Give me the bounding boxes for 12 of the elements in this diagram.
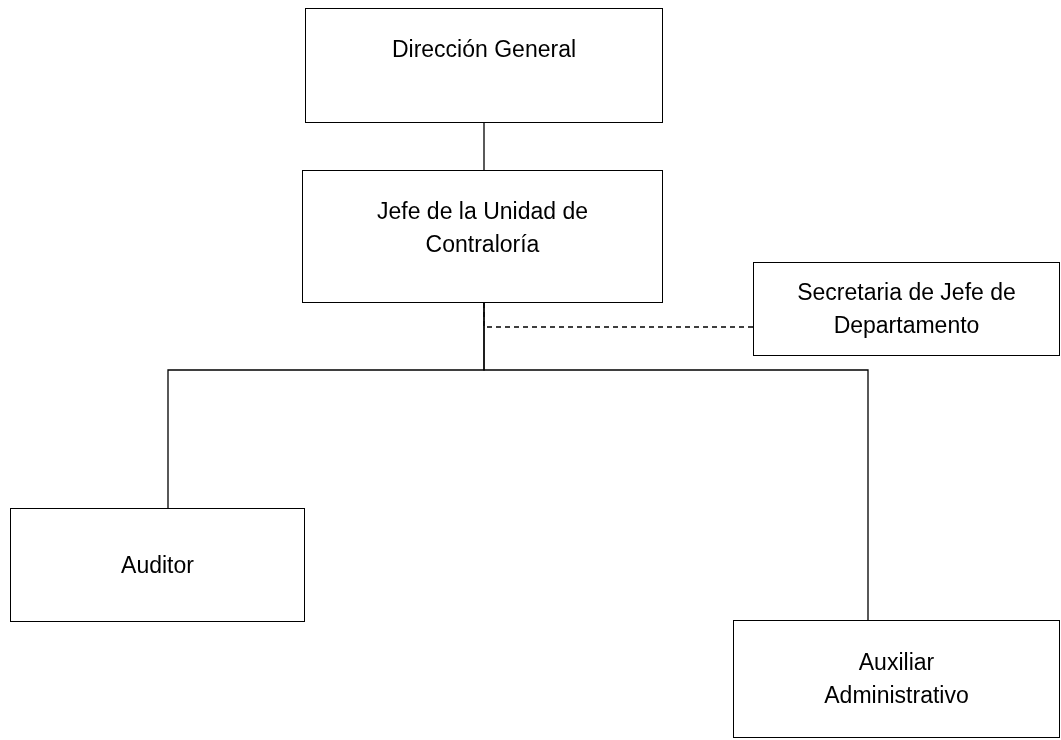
org-box	[10, 508, 305, 622]
connector-line	[483, 302, 869, 621]
box-title: Secretaria de Jefe de Departamento	[796, 278, 1017, 340]
box-title: Auditor	[121, 550, 194, 580]
org-box	[305, 8, 663, 123]
org-box	[733, 620, 1060, 738]
box-title: Auxiliar Administrativo	[823, 648, 970, 710]
org-box	[302, 170, 663, 303]
connector-line	[483, 122, 485, 171]
box-title: Dirección General	[391, 35, 577, 64]
box-title: Jefe de la Unidad de Contraloría	[376, 197, 589, 259]
org-box	[753, 262, 1060, 356]
